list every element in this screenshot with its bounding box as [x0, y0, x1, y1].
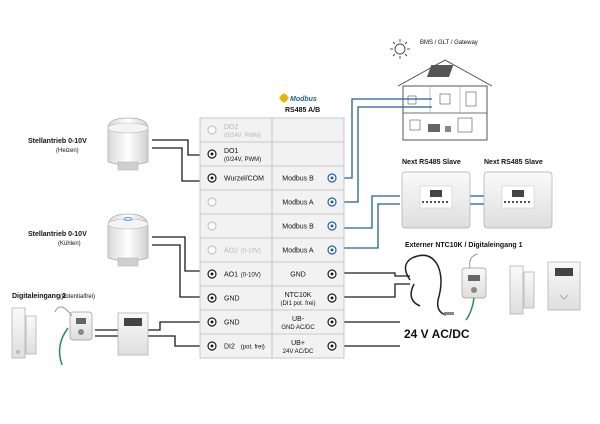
wire-heat-com [152, 147, 207, 182]
pressure-sensor-2-device [461, 253, 487, 321]
window-contact-device [11, 307, 37, 359]
actuator-heat-title: Stellantrieb 0-10V [28, 138, 87, 145]
actuator-heat-sub: (Heizen) [56, 148, 79, 154]
terminal-left-6-sublabel: (0-10V) [241, 249, 261, 255]
terminal-left-2-sublabel: (0/24V, PWM) [224, 157, 261, 163]
slave-left-device [401, 171, 471, 229]
terminal-right-8-label: NTC10K [285, 292, 312, 299]
ntc-sensor-device [404, 254, 454, 316]
actuator-cool-device [107, 213, 149, 267]
terminal-left-7-label: AO1 [224, 272, 238, 279]
terminal-right-10-sublabel: 24V AC/DC [283, 349, 314, 355]
terminal-left-10-label: DI2 [224, 344, 235, 351]
terminal-right-10-label: UB+ [291, 340, 305, 347]
slave-right-label: Next RS485 Slave [484, 159, 543, 166]
wire-cool-gnd [152, 244, 207, 298]
building-icon [397, 59, 493, 141]
ntc-label: Externer NTC10K / Digitaleingang 1 [405, 242, 523, 249]
wire-ntc-gnd [330, 272, 410, 277]
wire-heat-do1 [152, 139, 207, 156]
terminal-left-8-label: GND [224, 296, 240, 303]
terminal-left-1-screw [207, 125, 217, 135]
slave-left-label: Next RS485 Slave [402, 159, 461, 166]
window-contact-2-device [509, 265, 535, 315]
wire-modbus-a-slave [330, 203, 400, 249]
terminal-left-6-screw [207, 245, 217, 255]
terminal-right-4-label: Modbus A [282, 200, 313, 207]
pressure-sensor-device [54, 306, 93, 366]
terminal-right-6-label: Modbus A [282, 248, 313, 255]
actuator-cool-sub: (Kühlen) [58, 241, 81, 247]
terminal-left-3-label: Wurzel/COM [224, 176, 264, 183]
terminal-right-5-label: Modbus B [282, 224, 314, 231]
slave-right-device [483, 171, 553, 229]
terminal-right-3-label: Modbus B [282, 176, 314, 183]
terminal-left-5-screw [207, 221, 217, 231]
key-card-switch-device [117, 312, 149, 356]
terminal-left-4-screw [207, 197, 217, 207]
terminal-left-1-label: DO2 [224, 124, 239, 131]
wire-ntc-in [330, 283, 410, 298]
terminal-left-6-label: AO2 [224, 248, 238, 255]
building-label: BMS / GLT / Gateway [420, 40, 478, 46]
wire-di2-in [95, 335, 207, 347]
terminal-right-9-sublabel: GND AC/DC [281, 325, 315, 331]
terminal-rows: DO2 (0/24V, PWM) DO1 (0/24V, PWM) Wurzel/COM… [200, 124, 344, 355]
terminal-right-9-label: UB- [292, 316, 305, 323]
terminal-left-10-sublabel: (pot. frei) [241, 345, 265, 351]
wire-cool-ao1 [152, 236, 207, 272]
terminal-left-2-label: DO1 [224, 148, 239, 155]
terminal-right-7-label: GND [290, 272, 306, 279]
terminal-left-9-label: GND [224, 320, 240, 327]
terminal-left-7-sublabel: (0-10V) [241, 273, 261, 279]
sun-icon [390, 39, 410, 59]
modbus-logo-icon: Modbus [279, 93, 317, 103]
wire-modbus-b-slave [330, 195, 400, 229]
digital-input-2-sub: (potentialfrei) [60, 294, 95, 300]
rs485-label: RS485 A/B [285, 107, 320, 114]
digital-input-2-title: Digitaleingang 2 [12, 293, 66, 300]
terminal-left-1-sublabel: (0/24V, PWM) [224, 133, 261, 139]
actuator-cool-title: Stellantrieb 0-10V [28, 231, 87, 238]
svg-text:Modbus: Modbus [290, 96, 317, 103]
key-card-switch-2-device [547, 261, 581, 311]
terminal-right-8-sublabel: (DI1 pot. frei) [280, 301, 315, 307]
wire-di2-gnd [95, 321, 207, 331]
actuator-heat-device [107, 117, 149, 171]
power-label: 24 V AC/DC [404, 327, 470, 341]
